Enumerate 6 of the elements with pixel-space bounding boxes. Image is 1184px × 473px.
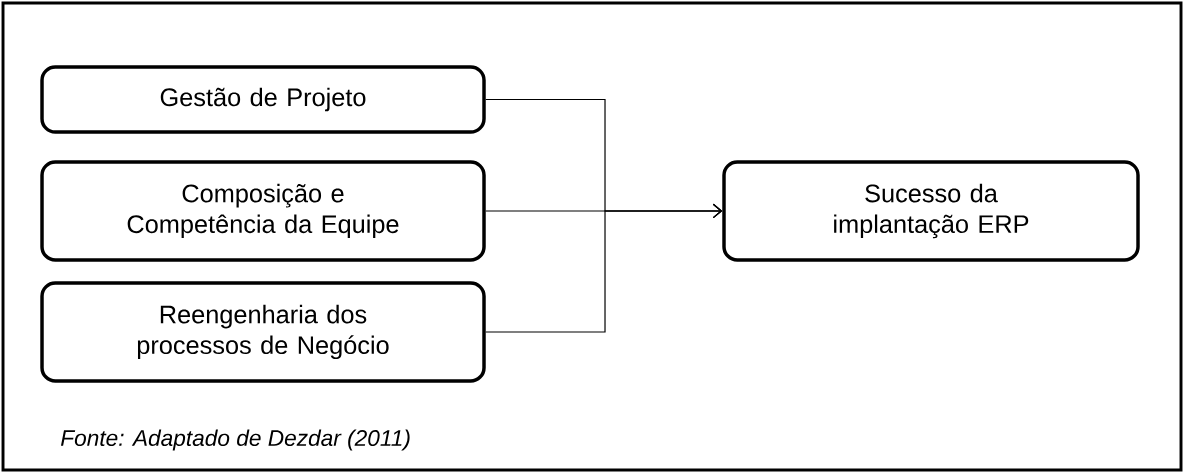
process-box: Sucesso da implantação ERP (722, 160, 1140, 262)
process-box: Gestão de Projeto (40, 65, 486, 134)
process-box: Composição e Competência da Equipe (40, 160, 486, 262)
source-note: Fonte: Adaptado de Dezdar (2011) (60, 429, 410, 451)
arrow (485, 203, 723, 333)
process-box: Reengenharia dos processos de Negócio (40, 281, 486, 383)
